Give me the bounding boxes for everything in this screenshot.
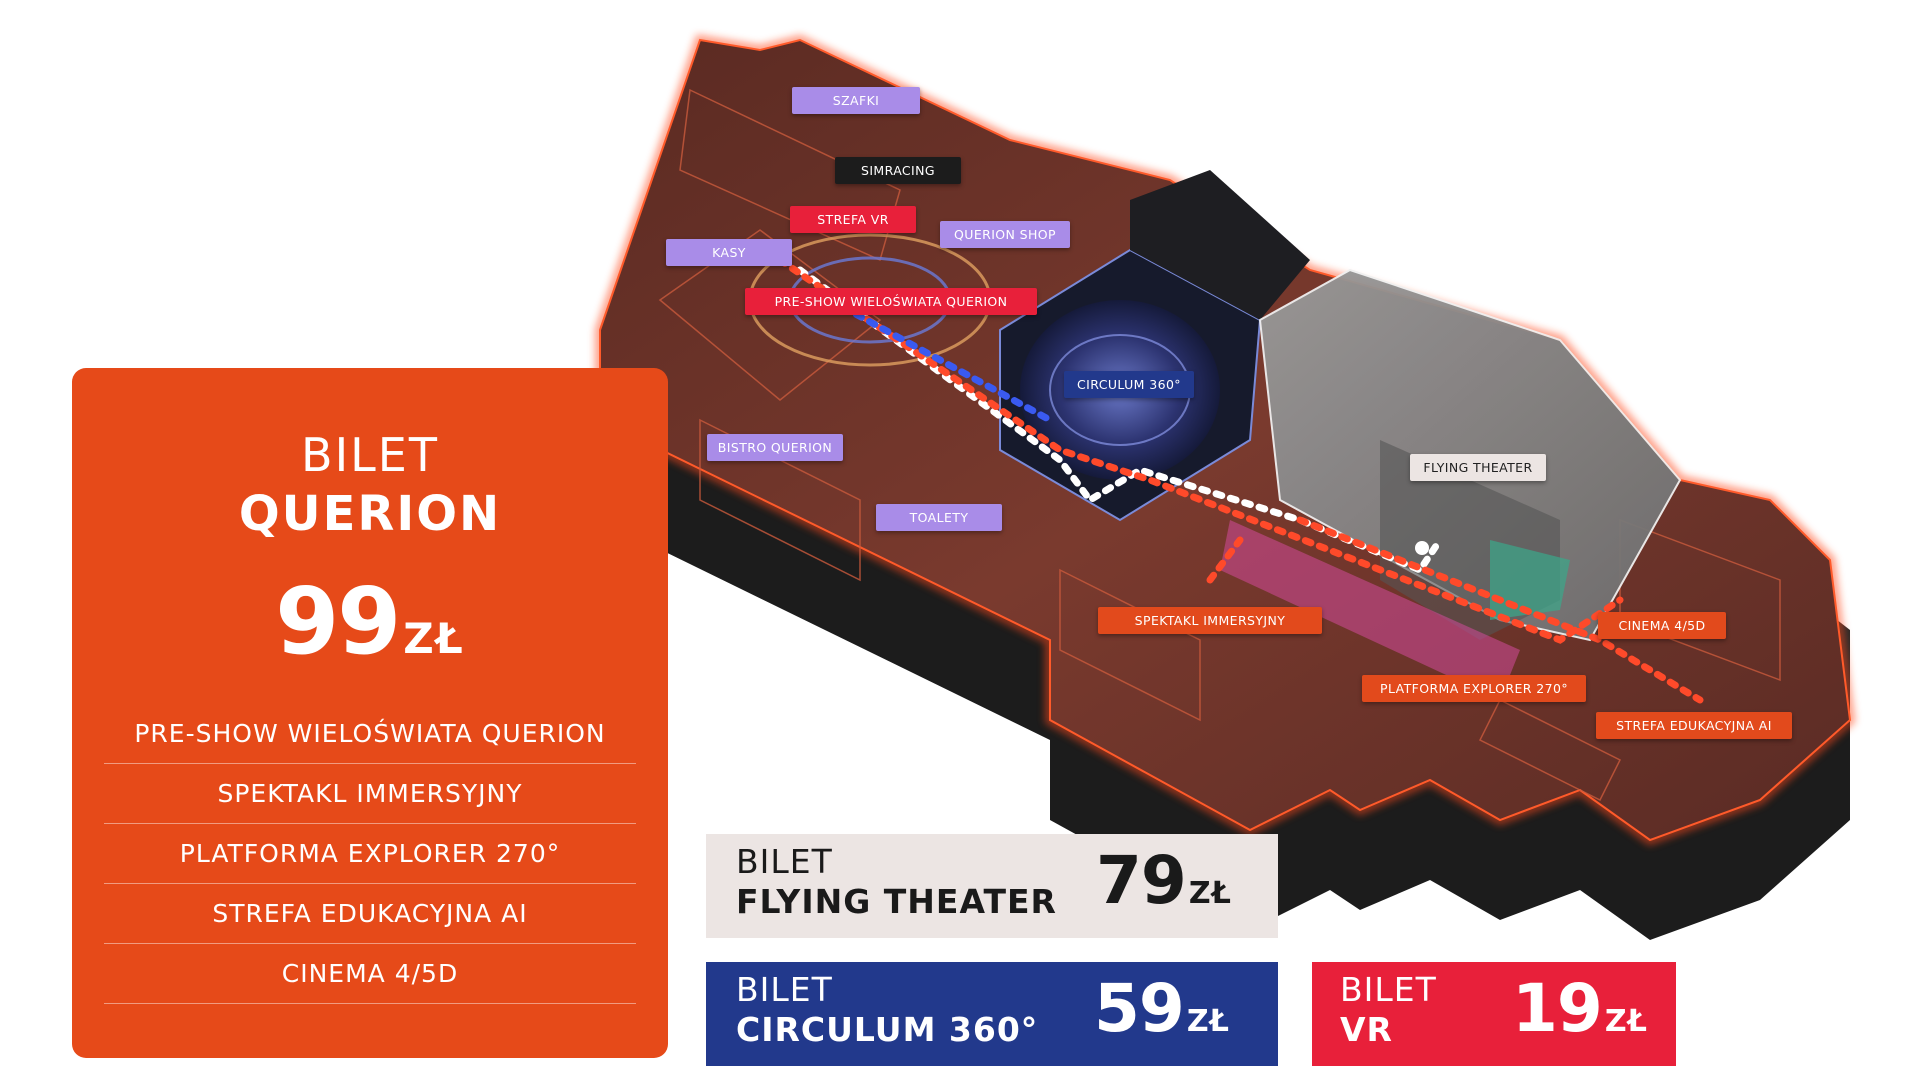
label-cinema[interactable]: CINEMA 4/5D <box>1598 612 1726 639</box>
circulum-price-value: 59 <box>1094 970 1185 1047</box>
flying-line2: FLYING THEATER <box>736 882 1057 921</box>
circulum-price-currency: ZŁ <box>1186 1004 1230 1039</box>
label-flying-theater[interactable]: FLYING THEATER <box>1410 454 1546 481</box>
feature-item: STREFA EDUKACYJNA AI <box>104 884 636 944</box>
label-strefa-ai[interactable]: STREFA EDUKACYJNA AI <box>1596 712 1792 739</box>
label-szafki[interactable]: SZAFKI <box>792 87 920 114</box>
vr-line2: VR <box>1340 1010 1393 1049</box>
label-circulum[interactable]: CIRCULUM 360° <box>1064 371 1194 398</box>
vr-price-currency: ZŁ <box>1604 1004 1648 1039</box>
label-simracing[interactable]: SIMRACING <box>835 157 961 184</box>
circulum-line2: CIRCULUM 360° <box>736 1010 1039 1049</box>
vr-price-value: 19 <box>1512 970 1603 1047</box>
label-spektakl[interactable]: SPEKTAKL IMMERSYJNY <box>1098 607 1322 634</box>
querion-title-line2: QUERION <box>238 486 502 542</box>
label-querion-shop[interactable]: QUERION SHOP <box>940 221 1070 248</box>
querion-features-list: PRE-SHOW WIELOŚWIATA QUERION SPEKTAKL IM… <box>104 704 636 1004</box>
circulum-line1: BILET <box>736 970 833 1009</box>
querion-price-value: 99 <box>275 568 401 675</box>
label-strefa-vr[interactable]: STREFA VR <box>790 206 916 233</box>
feature-item: PLATFORMA EXPLORER 270° <box>104 824 636 884</box>
ticket-querion-card[interactable]: BILET QUERION 99ZŁ PRE-SHOW WIELOŚWIATA … <box>72 368 668 1058</box>
label-kasy[interactable]: KASY <box>666 239 792 266</box>
feature-item: SPEKTAKL IMMERSYJNY <box>104 764 636 824</box>
label-platforma[interactable]: PLATFORMA EXPLORER 270° <box>1362 675 1586 702</box>
querion-price: 99ZŁ <box>72 568 668 675</box>
querion-price-currency: ZŁ <box>403 614 465 663</box>
feature-item: PRE-SHOW WIELOŚWIATA QUERION <box>104 704 636 764</box>
label-bistro[interactable]: BISTRO QUERION <box>707 434 843 461</box>
label-toalety[interactable]: TOALETY <box>876 504 1002 531</box>
flying-price-currency: ZŁ <box>1188 876 1232 911</box>
feature-item: CINEMA 4/5D <box>104 944 636 1004</box>
label-pre-show[interactable]: PRE-SHOW WIELOŚWIATA QUERION <box>745 288 1037 315</box>
flying-price-value: 79 <box>1096 842 1187 919</box>
flying-line1: BILET <box>736 842 833 881</box>
querion-title-line1: BILET <box>301 428 439 482</box>
vr-line1: BILET <box>1340 970 1437 1009</box>
